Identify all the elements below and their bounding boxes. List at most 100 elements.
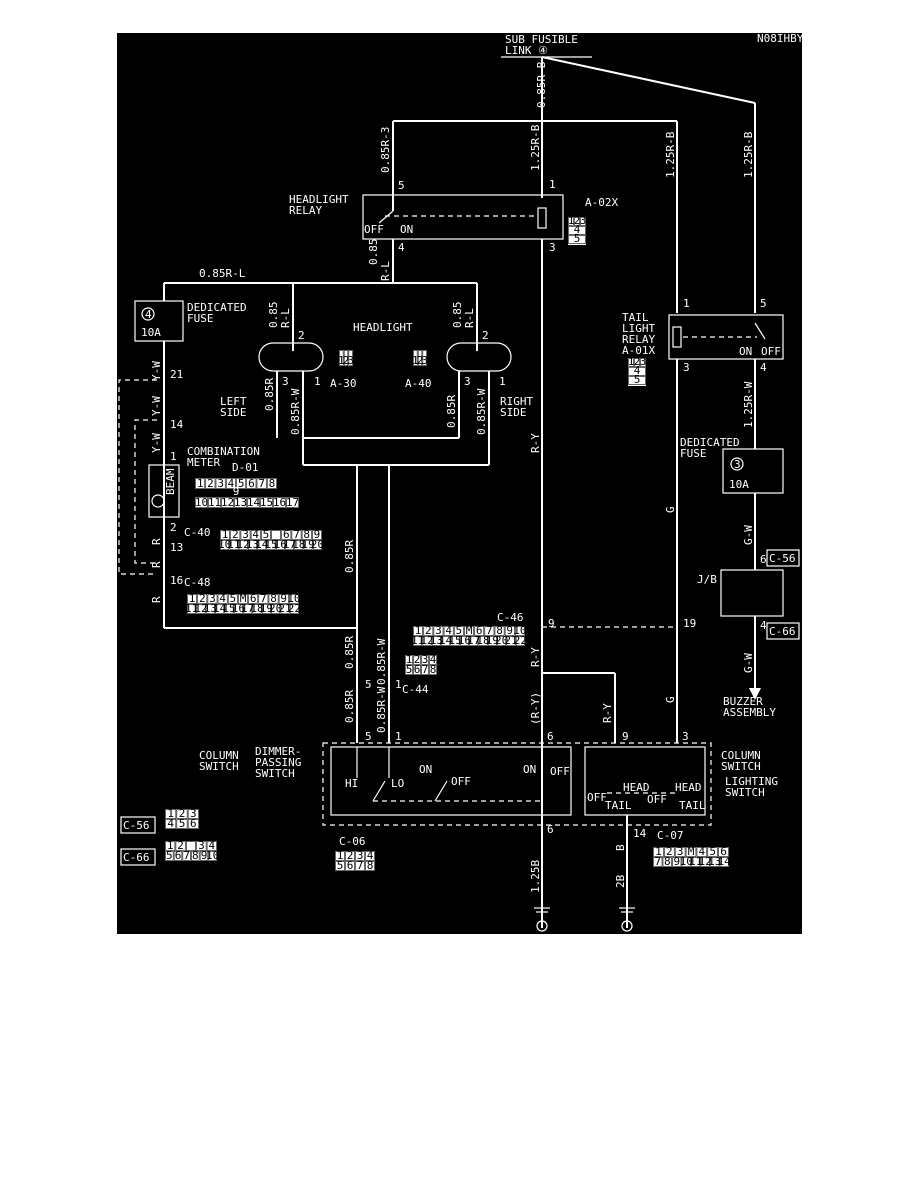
headlight-relay-box <box>362 194 564 240</box>
pin: 5 <box>365 730 372 743</box>
a02x-connector <box>568 217 586 245</box>
tail-a: TAIL <box>605 799 632 812</box>
connector-cell <box>413 350 418 366</box>
pin: 16 <box>170 574 183 587</box>
wire-label: 0.85 <box>367 239 380 266</box>
connector-cell <box>182 851 191 861</box>
connector-pin-label: 5 <box>230 592 237 605</box>
connector-pin-label: 11 <box>689 855 702 868</box>
connector-pin-label: 5 <box>166 849 173 862</box>
relay-on-label: ON <box>400 223 413 236</box>
connector-cell <box>187 594 197 604</box>
connector-cell <box>423 626 434 636</box>
connector-cell <box>335 861 345 871</box>
connector-pin-label: 11 <box>411 634 424 647</box>
wire-label: G-W <box>742 653 755 673</box>
relay-off-label: OFF <box>364 223 384 236</box>
connector-pin-label: M <box>240 592 247 605</box>
pin: 6 <box>547 730 554 743</box>
c66-legend: C-66 <box>123 851 150 864</box>
connector-cell <box>208 851 217 861</box>
wire-label: 1.25R-B <box>664 131 677 178</box>
connector-cell <box>238 540 248 550</box>
connector-cell <box>220 530 230 540</box>
a01x-label: A-01X <box>622 344 655 357</box>
wire-label: 2B <box>614 874 627 888</box>
col-switch-left-label-2: SWITCH <box>199 760 239 773</box>
connector-pin-label: 12 <box>194 602 207 615</box>
connector-cell <box>710 857 720 867</box>
beam-label: BEAM <box>164 468 177 495</box>
connector-cell <box>405 665 413 675</box>
col-switch-right-label-2: SWITCH <box>721 760 761 773</box>
connector-cell <box>474 626 485 636</box>
passing-contact <box>434 780 448 802</box>
connector-cell <box>186 841 197 851</box>
sub-fusible-label: SUB FUSIBLE <box>505 33 578 46</box>
wire-label: R <box>150 561 163 568</box>
connector-cell <box>441 636 451 646</box>
connector-cell <box>227 594 238 604</box>
connector-cell <box>413 626 423 636</box>
connector-pin-label: 13 <box>234 496 247 509</box>
connector-pin-label: 1 <box>337 849 344 862</box>
connector-cell <box>165 851 174 861</box>
connector-pin-label: 9 <box>506 624 513 637</box>
connector-pin-label: 10 <box>513 624 526 637</box>
connector-pin-label: 21 <box>278 602 291 615</box>
dashed-loop-outer <box>118 379 157 575</box>
connector-pin-label: 3 <box>357 849 364 862</box>
connector-pin-label: 20 <box>495 634 508 647</box>
connector-cell <box>215 604 225 614</box>
connector-cell <box>674 847 686 857</box>
off-a: OFF <box>587 791 607 804</box>
connector-pin-label: 1 <box>568 214 575 227</box>
connector-cell <box>429 655 437 665</box>
c48-connector <box>187 594 299 614</box>
tail-light-relay-box <box>668 314 784 360</box>
right-side-label: RIGHT <box>500 395 533 408</box>
dimmer-switch-box <box>330 746 572 816</box>
connector-pin-label: 10 <box>206 849 219 862</box>
connector-pin-label: 5 <box>574 232 581 245</box>
wire-label: R-L <box>463 308 476 328</box>
connector-pin-label: 9 <box>673 855 680 868</box>
connector-cell <box>289 594 299 604</box>
wire-label: 0.85R-W <box>375 638 388 685</box>
connector-pin-label: 21 <box>504 634 517 647</box>
wire-label: B <box>614 844 627 851</box>
connector-cell <box>208 497 221 508</box>
dedicated-fuse-1-label-2: FUSE <box>187 312 214 325</box>
connector-pin-label: 3 <box>217 477 224 490</box>
wire-label: 1.25R-B <box>742 131 755 178</box>
connector-cell <box>568 217 574 226</box>
connector-pin-label: 2 <box>425 624 432 637</box>
left-side-label-2: SIDE <box>220 406 247 419</box>
connector-cell <box>628 358 634 367</box>
connector-pin-label: 15 <box>222 602 235 615</box>
sw-on-1: ON <box>419 763 432 776</box>
connector-cell <box>173 851 183 861</box>
connector-pin-label: 8 <box>367 859 374 872</box>
left-headlamp <box>258 342 324 372</box>
connector-pin-label: 17 <box>467 634 480 647</box>
connector-pin-label: M <box>466 624 473 637</box>
connector-pin-label: 2 <box>199 592 206 605</box>
connector-cell <box>413 655 421 665</box>
wire-label: 0.85R-L <box>199 267 246 280</box>
connector-pin-label: 6 <box>175 849 182 862</box>
connector-pin-label: 1 <box>197 477 204 490</box>
col-switch-right-label: COLUMN <box>721 749 761 762</box>
connector-pin-label: 2 <box>207 477 214 490</box>
connector-cell <box>236 478 247 489</box>
connector-pin-label: 8 <box>664 855 671 868</box>
connector-pin-label: 10 <box>218 538 231 551</box>
connector-cell <box>312 540 322 550</box>
connector-pin-label: 17 <box>241 602 254 615</box>
dedicated-fuse-2-label: DEDICATED <box>680 436 740 449</box>
dedicated-fuse-2 <box>722 448 784 494</box>
pin: 2 <box>298 329 305 342</box>
connector-cell <box>176 819 188 829</box>
connector-cell <box>205 478 216 489</box>
wire-diag-right <box>541 56 756 104</box>
